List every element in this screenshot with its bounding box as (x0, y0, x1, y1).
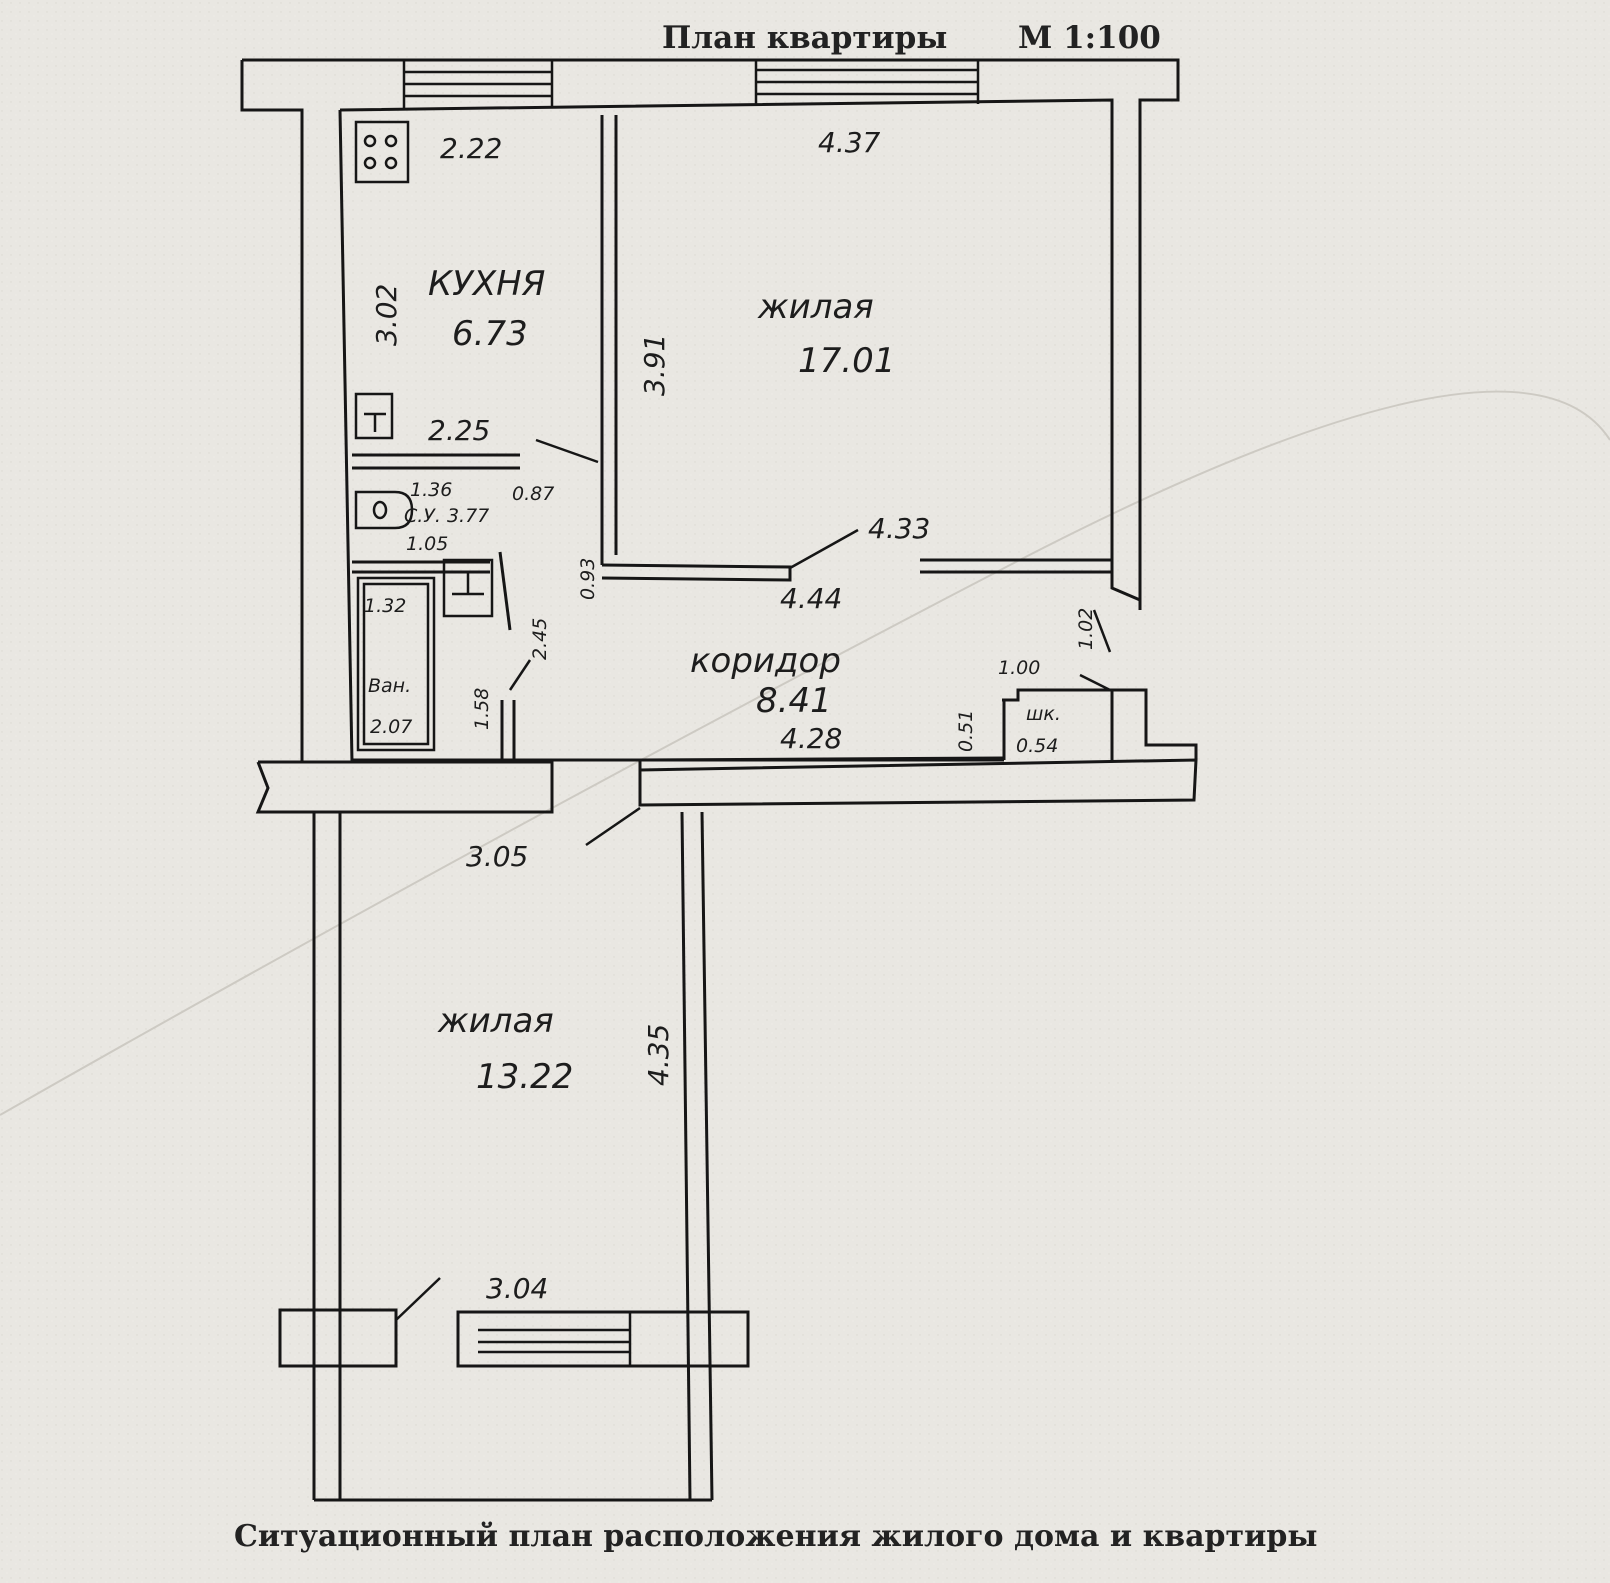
living-top-name: жилая (757, 287, 874, 327)
living-top-area: 17.01 (798, 341, 895, 381)
dim-closet-width: 1.00 (998, 657, 1040, 679)
toilet-icon (354, 490, 414, 530)
stove-icon (354, 120, 410, 184)
sink-icon (354, 392, 394, 440)
wall-living-bottom-right (920, 558, 1114, 574)
bath-name: Ван. (368, 675, 411, 697)
corridor-name: коридор (690, 641, 841, 681)
dim-wc-bottom: 1.05 (406, 533, 448, 555)
wall-lower-right-inner (700, 811, 714, 1501)
wall-living-bottom-left (601, 563, 792, 582)
dim-corridor-side: 0.93 (577, 558, 599, 600)
dimension-leaders (395, 438, 1112, 1321)
dim-wc-width: 1.36 (410, 479, 452, 501)
plan-scale: М 1:100 (1018, 20, 1161, 56)
dim-living-top-width: 4.37 (818, 126, 881, 159)
wall-right-notch (1112, 688, 1198, 760)
dim-corridor-bottom: 4.28 (780, 722, 842, 755)
wall-top-facade (242, 58, 1180, 610)
dim-living-top-bottom: 4.33 (868, 512, 930, 545)
dim-living-bottom-length: 4.35 (642, 1024, 675, 1086)
dim-kitchen-width: 2.22 (440, 132, 502, 165)
closet-area: 0.54 (1016, 735, 1058, 757)
paper-fold-crease (0, 390, 1610, 1116)
dim-closet-depth: 0.51 (955, 710, 977, 752)
plan-title: План квартиры (662, 20, 947, 56)
wall-lower-right (680, 811, 692, 1501)
wc-area: С.У. 3.77 (404, 505, 489, 527)
dim-bath-side: 2.45 (529, 618, 551, 660)
living-bottom-area: 13.22 (476, 1057, 573, 1097)
dim-corridor-top: 4.44 (780, 582, 842, 615)
dim-living-top-height: 3.91 (638, 334, 671, 396)
dim-living-bottom-top: 3.05 (466, 840, 528, 873)
window-kitchen (402, 60, 554, 108)
dim-living-bottom-bottom: 3.04 (486, 1272, 548, 1305)
window-lower-right (456, 1310, 750, 1368)
wall-top-facade-inner (240, 60, 304, 762)
wall-top-inner-line (339, 98, 1141, 602)
closet-name: шк. (1026, 703, 1061, 725)
bath-area: 2.07 (370, 716, 412, 738)
kitchen-area: 6.73 (452, 314, 528, 354)
fixtures (354, 120, 494, 752)
dim-kitchen-length: 3.02 (370, 284, 403, 346)
dim-bath-width: 1.32 (364, 595, 406, 617)
washbasin-icon (442, 558, 494, 618)
dim-wc-depth: 0.87 (512, 483, 554, 505)
wall-bath-right (498, 551, 512, 631)
dim-closet-top: 1.02 (1075, 608, 1097, 650)
dim-kitchen-bottom: 2.25 (428, 414, 490, 447)
window-lower-left (278, 1308, 398, 1368)
bathtub-icon (356, 576, 436, 752)
kitchen-name: КУХНЯ (428, 264, 545, 304)
living-bottom-name: жилая (437, 1001, 554, 1041)
wall-kitchen-left (338, 109, 354, 763)
wall-closet (1002, 688, 1114, 760)
window-living-top (754, 60, 980, 104)
plan-caption: Ситуационный план расположения жилого до… (234, 1519, 1317, 1554)
wall-middle-left (255, 760, 554, 814)
wall-middle-right (638, 758, 1198, 807)
corridor-area: 8.41 (756, 681, 832, 721)
dim-bath-length: 1.58 (471, 688, 493, 730)
